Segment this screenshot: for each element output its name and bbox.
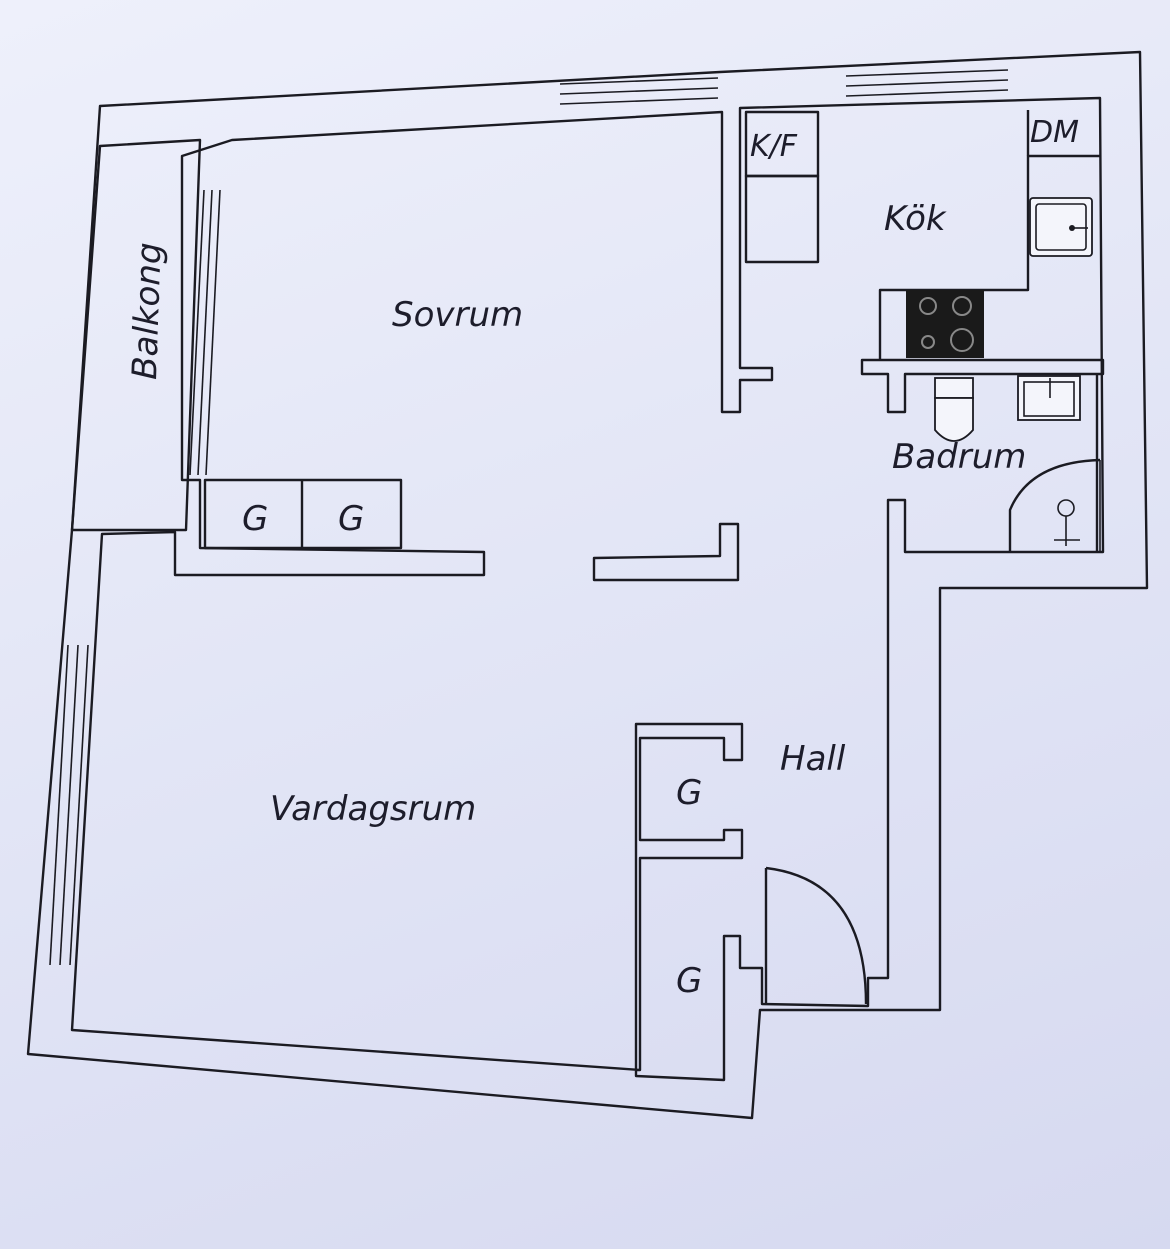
- kitchen-counter: [878, 154, 1100, 360]
- stove: [906, 290, 984, 358]
- partition-wall: [592, 522, 740, 582]
- balcony-outline: [70, 138, 202, 532]
- label-badrum: Badrum: [892, 437, 1026, 477]
- shower: [1008, 458, 1101, 552]
- label-sovrum: Sovrum: [392, 295, 523, 335]
- entry-door: [764, 866, 868, 1005]
- label-kok: Kök: [884, 199, 947, 239]
- label-dm: DM: [1030, 115, 1079, 150]
- window-living-left: [49, 644, 89, 966]
- label-closet-g3: G: [676, 773, 702, 813]
- window-top-kitchen: [845, 69, 1009, 97]
- toilet: [934, 377, 974, 442]
- label-closet-g1: G: [242, 499, 268, 539]
- fridge-freezer: [744, 110, 820, 264]
- label-balkong: Balkong: [125, 242, 170, 381]
- label-hall: Hall: [780, 739, 846, 779]
- inner-wall: [70, 96, 1105, 1082]
- label-vardagsrum: Vardagsrum: [270, 789, 476, 829]
- window-bedroom-left: [189, 189, 221, 476]
- outer-wall: [26, 50, 1149, 1120]
- wardrobe-bedroom: [203, 478, 403, 550]
- label-closet-g4: G: [676, 961, 702, 1001]
- window-top-bedroom: [559, 77, 719, 105]
- kitchen-sink: [1029, 197, 1093, 257]
- label-closet-g2: G: [338, 499, 364, 539]
- kitchen-bath-wall: [860, 358, 1105, 414]
- label-kf: K/F: [750, 129, 798, 164]
- bathroom-sink: [1017, 375, 1081, 421]
